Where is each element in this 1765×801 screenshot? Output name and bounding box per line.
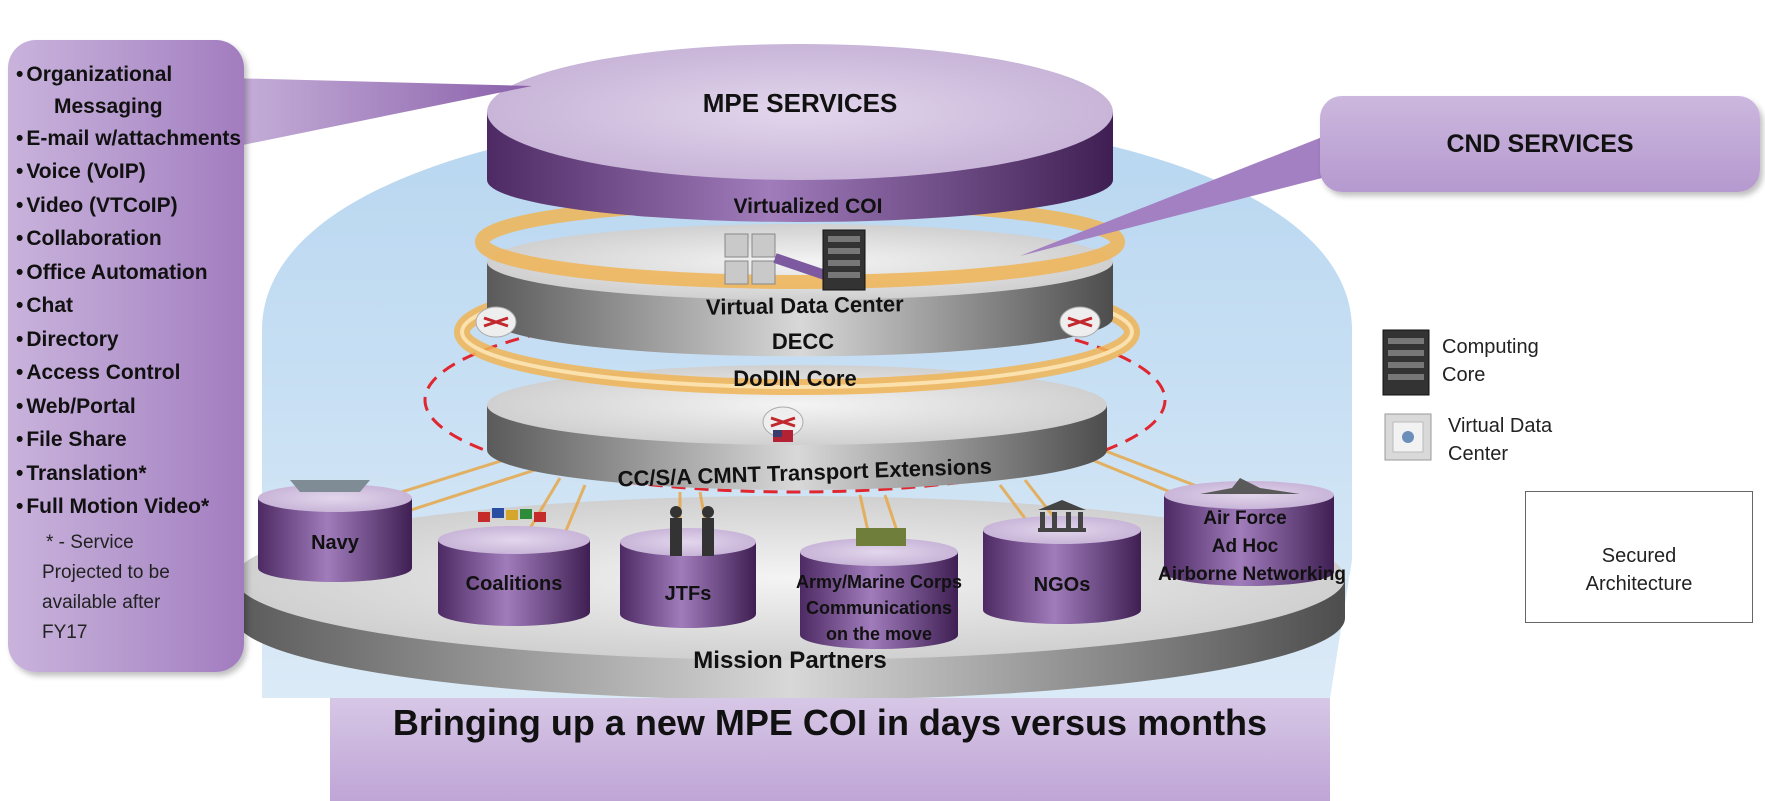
mpe-services-disk: MPE SERVICES Virtualized COI — [487, 44, 1113, 222]
us-router-icon — [762, 406, 804, 442]
service-item: File Share — [16, 423, 244, 457]
svg-text:JTFs: JTFs — [665, 583, 712, 605]
router-icon — [1059, 306, 1101, 338]
svg-text:Air Force: Air Force — [1203, 508, 1286, 529]
virtual-data-center-label: Virtual Data Center — [706, 291, 905, 319]
svg-text:Army/Marine Corps: Army/Marine Corps — [796, 572, 962, 592]
flags-icon — [478, 508, 546, 522]
service-item: E-mail w/attachments — [16, 122, 244, 156]
service-item: Access Control — [16, 356, 244, 390]
service-item: Video (VTCoIP) — [16, 189, 244, 223]
svg-text:Airborne Networking: Airborne Networking — [1158, 564, 1346, 585]
virtual-data-center-disk: Virtual Data Center DECC — [487, 224, 1113, 357]
svg-text:Coalitions: Coalitions — [466, 573, 563, 595]
svg-text:Navy: Navy — [311, 532, 360, 554]
mission-partners-label: Mission Partners — [693, 647, 886, 674]
cnd-services-callout: CND SERVICES — [1320, 96, 1760, 192]
legend-computing-core-icon — [1382, 329, 1430, 396]
computing-core-icon — [822, 229, 866, 291]
virtualized-coi-label: Virtualized COI — [734, 195, 883, 218]
virtual-data-center-icon — [724, 233, 776, 285]
partner-jtfs: JTFs — [620, 506, 756, 628]
partner-army-marine: Army/Marine Corps Communications on the … — [796, 528, 962, 649]
router-icon — [475, 306, 517, 338]
ship-icon — [290, 480, 370, 492]
legend-computing-core: Computing Core — [1442, 336, 1539, 386]
svg-text:on the move: on the move — [826, 624, 932, 644]
legend-virtual-data-center: Virtual Data Center — [1448, 415, 1553, 465]
building-icon — [1038, 500, 1086, 532]
partner-navy: Navy — [258, 480, 412, 582]
service-footnote: * - Service Projected to be available af… — [42, 531, 170, 643]
decc-label: DECC — [772, 329, 834, 354]
cnd-callout-pointer — [1020, 130, 1340, 256]
tagline-text: Bringing up a new MPE COI in days versus… — [392, 702, 1268, 743]
service-item: Directory — [16, 323, 244, 357]
service-item: Voice (VoIP) — [16, 155, 244, 189]
vdc-link — [773, 253, 827, 280]
soldiers-icon — [670, 506, 714, 556]
cnd-services-label: CND SERVICES — [1446, 129, 1634, 158]
partner-airforce: Air Force Ad Hoc Airborne Networking — [1158, 478, 1346, 586]
tagline-banner: Bringing up a new MPE COI in days versus… — [330, 698, 1330, 801]
svg-text:Ad Hoc: Ad Hoc — [1212, 536, 1279, 557]
partner-coalitions: Coalitions — [438, 508, 590, 626]
service-item: Organizational — [16, 58, 244, 92]
aircraft-icon — [1200, 478, 1300, 494]
service-item: Full Motion Video* — [16, 490, 244, 524]
svg-text:NGOs: NGOs — [1034, 574, 1091, 596]
secured-architecture-ring — [423, 306, 1167, 494]
service-item: Collaboration — [16, 222, 244, 256]
svg-text:Communications: Communications — [806, 598, 952, 618]
service-item: Chat — [16, 289, 244, 323]
vehicle-icon — [856, 528, 906, 546]
legend-virtual-data-center-icon — [1384, 413, 1432, 461]
service-item: Office Automation — [16, 256, 244, 290]
service-item: Translation* — [16, 457, 244, 491]
dodin-core-label: DoDIN Core — [733, 366, 856, 391]
mpe-services-list: Organizational Messaging E-mail w/attach… — [8, 40, 244, 672]
services-callout-pointer — [228, 78, 532, 148]
partner-ngos: NGOs — [983, 500, 1141, 624]
service-item: Web/Portal — [16, 390, 244, 424]
mpe-services-label: MPE SERVICES — [703, 88, 898, 118]
legend-secured-architecture: Secured Architecture — [1525, 491, 1753, 623]
service-item: Messaging — [54, 94, 163, 118]
